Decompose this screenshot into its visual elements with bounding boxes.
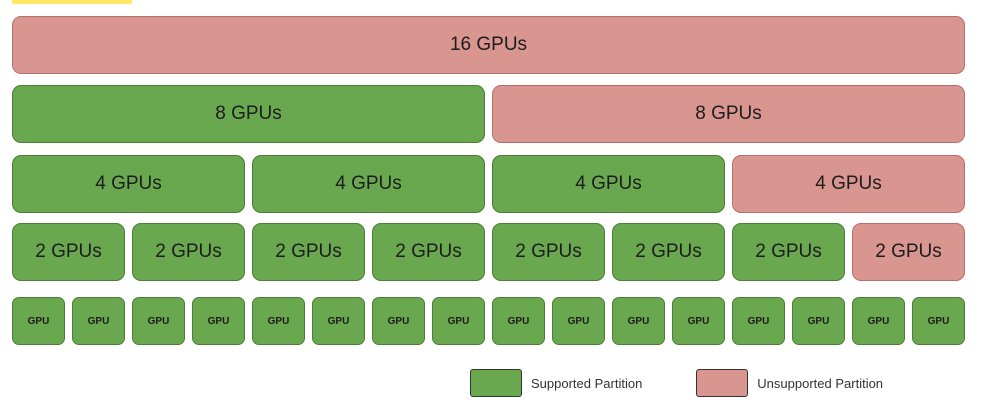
- partition-block-supported: GPU: [492, 297, 545, 345]
- partition-block-supported: GPU: [432, 297, 485, 345]
- partition-block-supported: GPU: [72, 297, 125, 345]
- partition-block-supported: 4 GPUs: [252, 155, 485, 213]
- legend-swatch-unsupported: [696, 369, 749, 397]
- partition-block-supported: 4 GPUs: [12, 155, 245, 213]
- partition-block-supported: GPU: [252, 297, 305, 345]
- partition-block-supported: 2 GPUs: [132, 223, 245, 281]
- partition-block-supported: GPU: [792, 297, 845, 345]
- partition-block-supported: GPU: [912, 297, 965, 345]
- partition-block-supported: GPU: [372, 297, 425, 345]
- legend: Supported Partition Unsupported Partitio…: [470, 369, 883, 397]
- partition-block-supported: 2 GPUs: [612, 223, 725, 281]
- legend-swatch-supported: [470, 369, 522, 397]
- legend-item-unsupported: Unsupported Partition: [696, 369, 883, 397]
- partition-block-supported: 8 GPUs: [12, 85, 485, 143]
- partition-block-supported: GPU: [552, 297, 605, 345]
- legend-label-supported: Supported Partition: [531, 375, 643, 391]
- partition-block-supported: GPU: [612, 297, 665, 345]
- partition-block-supported: GPU: [852, 297, 905, 345]
- partition-block-unsupported: 8 GPUs: [492, 85, 965, 143]
- legend-item-supported: Supported Partition: [470, 369, 642, 397]
- partition-block-unsupported: 4 GPUs: [732, 155, 965, 213]
- highlight-mark: [12, 0, 132, 4]
- partition-block-supported: 2 GPUs: [732, 223, 845, 281]
- partition-row-16-gpus: 16 GPUs: [12, 16, 965, 74]
- partition-block-supported: GPU: [132, 297, 185, 345]
- partition-block-supported: GPU: [12, 297, 65, 345]
- partition-block-unsupported: 16 GPUs: [12, 16, 965, 74]
- partition-block-supported: 4 GPUs: [492, 155, 725, 213]
- partition-block-unsupported: 2 GPUs: [852, 223, 965, 281]
- partition-block-supported: 2 GPUs: [492, 223, 605, 281]
- partition-block-supported: GPU: [732, 297, 785, 345]
- legend-label-unsupported: Unsupported Partition: [757, 375, 884, 391]
- partition-block-supported: GPU: [312, 297, 365, 345]
- partition-block-supported: 2 GPUs: [252, 223, 365, 281]
- partition-block-supported: GPU: [192, 297, 245, 345]
- partition-block-supported: GPU: [672, 297, 725, 345]
- partition-block-supported: 2 GPUs: [12, 223, 125, 281]
- partition-block-supported: 2 GPUs: [372, 223, 485, 281]
